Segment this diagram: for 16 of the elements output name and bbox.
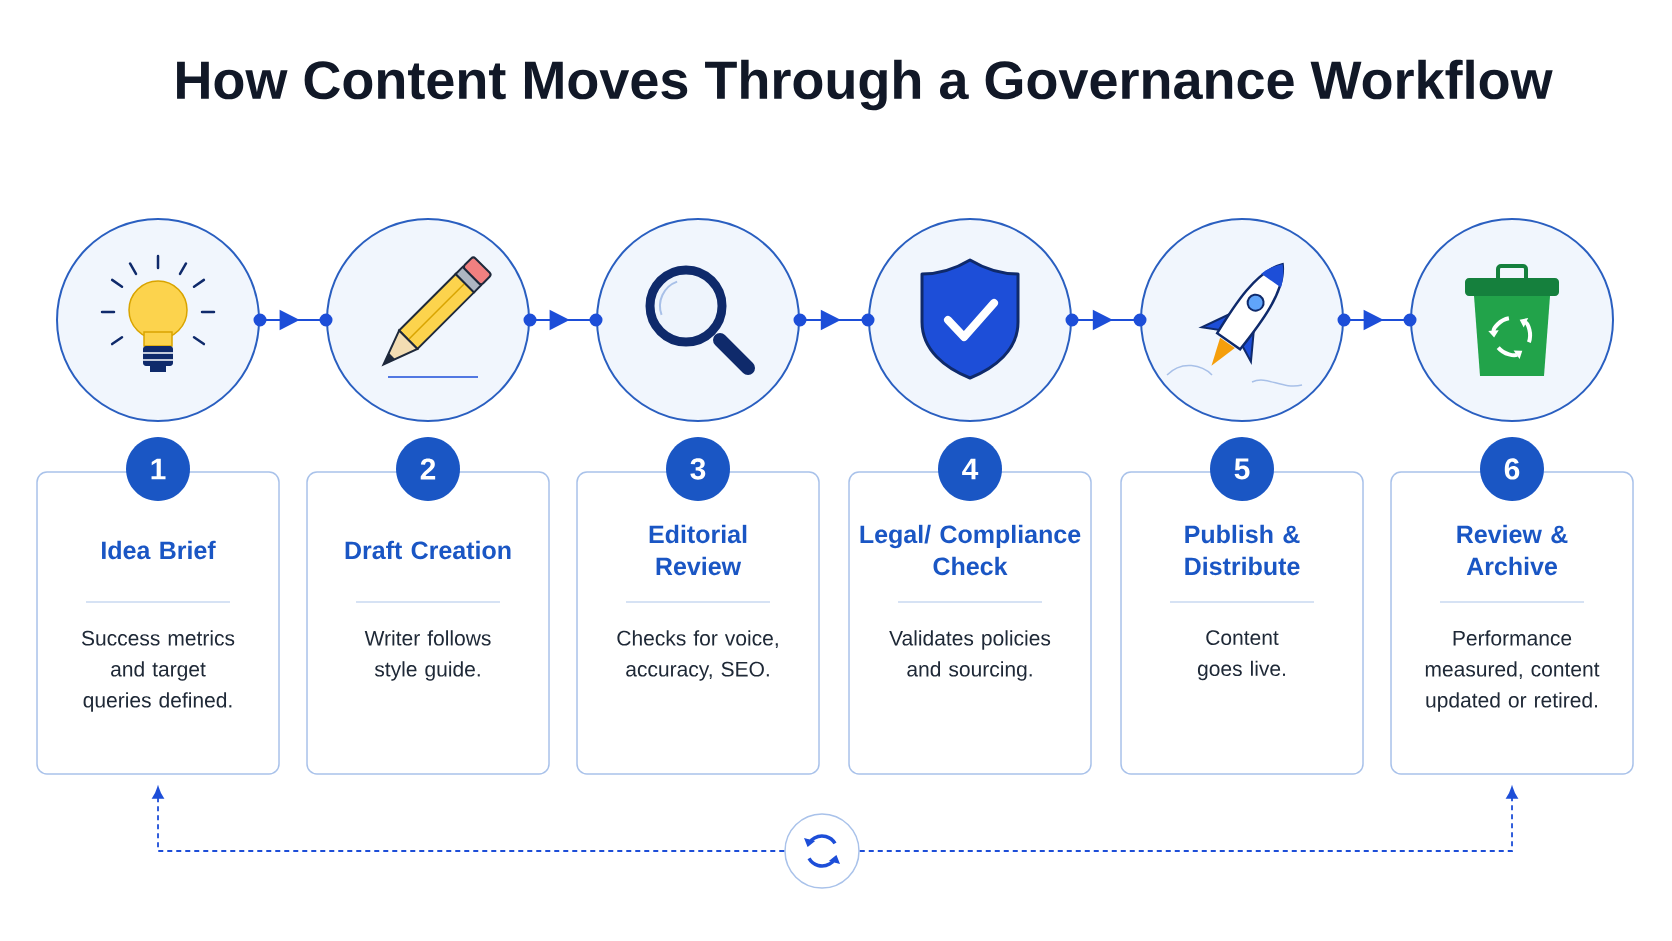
step-number: 4 <box>938 437 1002 501</box>
loop-arrow <box>858 786 1518 852</box>
title: How Content Moves Through a Governance Workflow <box>177 59 1553 111</box>
step-number: 6 <box>1480 437 1544 501</box>
step-circle <box>868 218 1072 422</box>
step-circle <box>1140 218 1344 422</box>
step-circle <box>1410 218 1614 422</box>
loop-arrow <box>152 786 786 852</box>
step-circle <box>596 218 800 422</box>
step-circle <box>56 218 260 422</box>
step-number: 5 <box>1210 437 1274 501</box>
step-circle <box>326 218 530 422</box>
step-number: 3 <box>666 437 730 501</box>
step-number: 1 <box>126 437 190 501</box>
cycle-circle <box>784 813 860 889</box>
step-number: 2 <box>396 437 460 501</box>
